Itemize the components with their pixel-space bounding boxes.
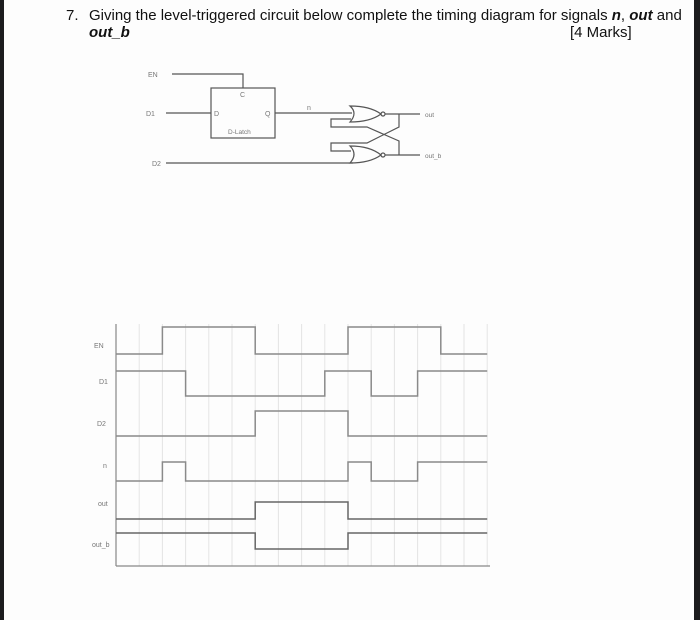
question-number: 7. — [66, 7, 79, 24]
comma: , — [620, 7, 630, 24]
timing-grid — [138, 324, 488, 566]
timing-label-d1: D1 — [99, 379, 108, 386]
circuit-label-d2: D2 — [152, 161, 161, 168]
timing-diagram: EN D1 D2 n out out_b — [92, 324, 490, 567]
feedback-out-to-bottom — [330, 114, 400, 152]
waveform-out-b — [116, 532, 488, 550]
latch-d-pin: D — [214, 111, 219, 118]
timing-label-n: n — [103, 463, 107, 470]
timing-label-d2: D2 — [97, 421, 106, 428]
feedback-outb-to-top — [330, 118, 400, 155]
waveform-en — [116, 326, 488, 355]
nor-gate-bottom — [348, 145, 382, 164]
latch-c-pin: C — [240, 92, 245, 99]
timing-label-en: EN — [94, 343, 104, 350]
document-page: 7. Giving the level-triggered circuit be… — [4, 0, 694, 620]
latch-q-pin: Q — [265, 111, 271, 118]
circuit-label-out: out — [425, 112, 434, 119]
timing-label-out: out — [98, 501, 108, 508]
question-text: Giving the level-triggered circuit below… — [89, 7, 682, 24]
nor-gate-top — [348, 105, 383, 123]
waveform-d1 — [116, 370, 488, 397]
and-word: and — [652, 7, 682, 24]
waveform-d2 — [116, 410, 488, 437]
question-text-body: Giving the level-triggered circuit below… — [89, 7, 612, 24]
waveform-n — [116, 461, 488, 482]
timing-label-out-b: out_b — [92, 542, 110, 549]
signal-n-ref: n — [611, 7, 621, 24]
waveforms — [116, 326, 488, 550]
en-wire — [172, 73, 244, 88]
marks-label: [4 Marks] — [570, 24, 632, 41]
waveform-out — [116, 501, 488, 520]
circuit-label-out-b: out_b — [425, 153, 442, 160]
signal-out-ref: out — [629, 7, 653, 24]
circuit-label-en: EN — [148, 72, 158, 79]
signal-out-b-ref: out_b — [89, 24, 130, 41]
circuit-label-n: n — [307, 105, 311, 112]
circuit-diagram: EN C D Q D-Latch D1 n D2 out out_b — [146, 72, 442, 168]
circuit-label-d1: D1 — [146, 111, 155, 118]
latch-name: D-Latch — [228, 129, 251, 136]
